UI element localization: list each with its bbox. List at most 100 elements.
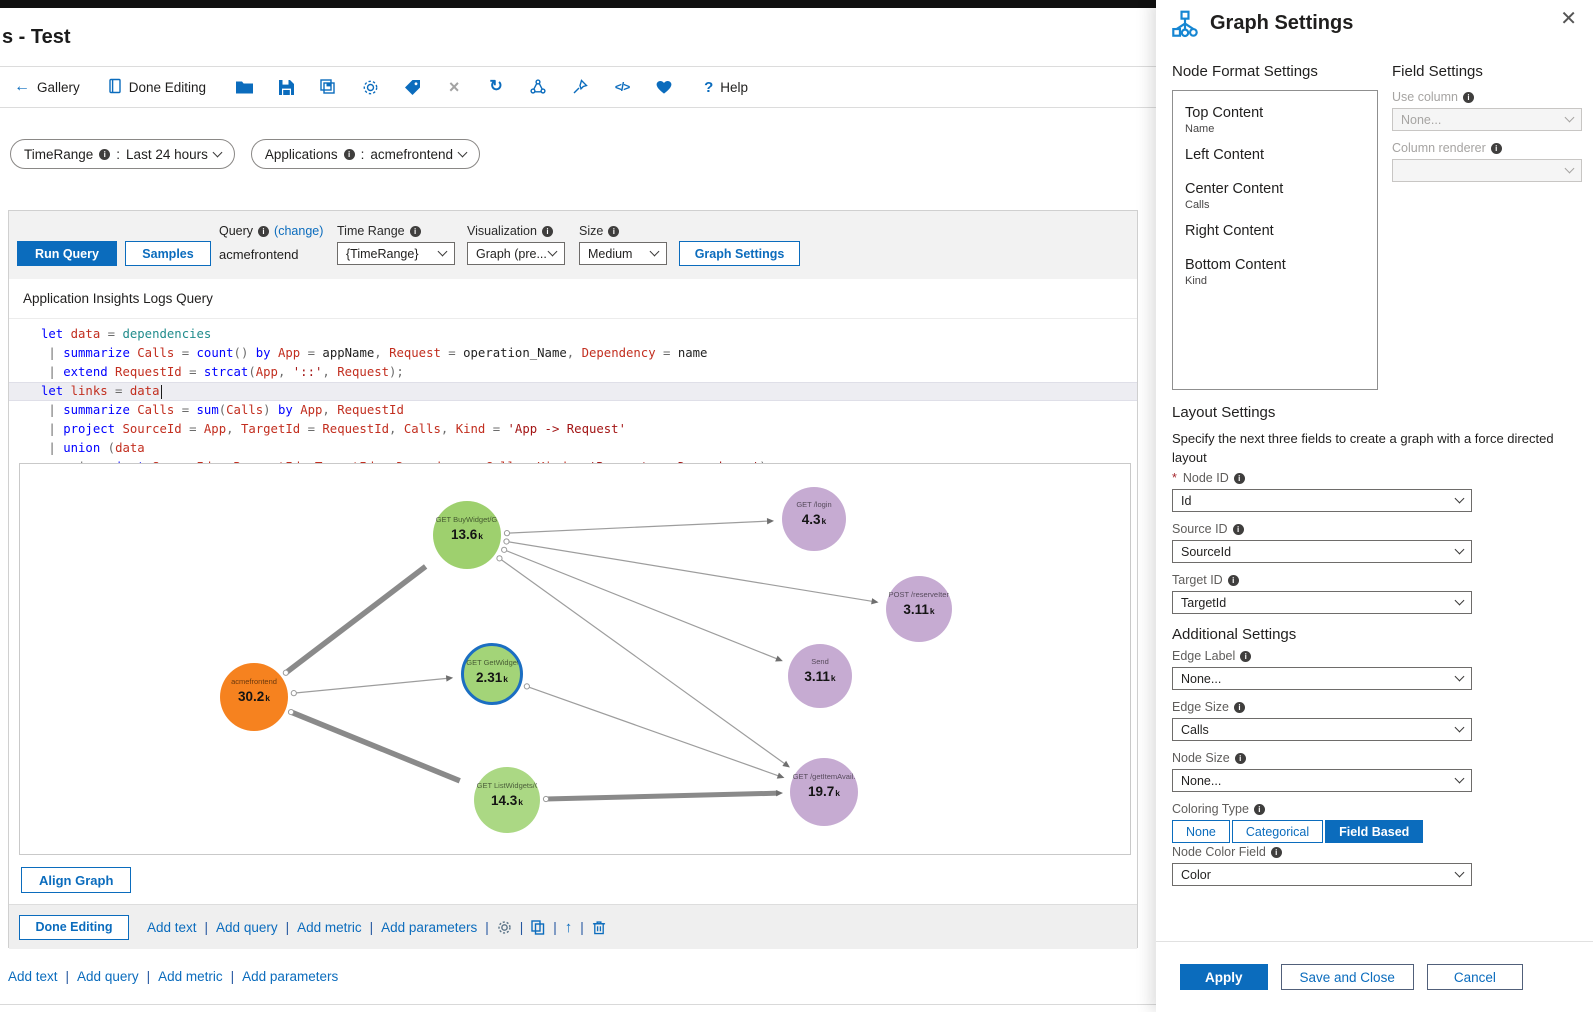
source-id-select[interactable]: SourceId xyxy=(1172,540,1472,563)
code-line[interactable]: let data = dependencies xyxy=(9,325,1137,344)
code-token: RequestId xyxy=(337,403,404,417)
apply-button[interactable]: Apply xyxy=(1180,964,1268,990)
size-select[interactable]: Medium xyxy=(579,242,667,265)
code-token: ); xyxy=(389,365,404,379)
pin-icon[interactable] xyxy=(570,79,590,95)
timerange-parameter-pill[interactable]: TimeRange i : Last 24 hours xyxy=(10,139,235,169)
edge-arrow-icon xyxy=(766,517,775,525)
refresh-icon[interactable]: ↻ xyxy=(489,78,503,95)
graph-edge xyxy=(506,520,770,534)
info-icon: i xyxy=(1227,574,1239,586)
graph-settings-button[interactable]: Graph Settings xyxy=(679,241,800,266)
code-token: name xyxy=(677,346,708,360)
node-label: acmefrontend xyxy=(231,677,277,687)
done-editing-button[interactable]: Done Editing xyxy=(108,78,206,97)
code-token: () xyxy=(233,346,256,360)
coloring-type-field-based[interactable]: Field Based xyxy=(1325,820,1424,843)
save-and-close-button[interactable]: Save and Close xyxy=(1280,964,1414,990)
visualization-select[interactable]: Graph (pre... xyxy=(467,242,565,265)
coloring-type-none[interactable]: None xyxy=(1172,820,1230,843)
add-query-link[interactable]: Add query xyxy=(216,919,278,935)
open-folder-button[interactable] xyxy=(234,80,254,94)
favorite-icon[interactable] xyxy=(654,80,674,94)
node-color-field-select[interactable]: Color xyxy=(1172,863,1472,886)
settings-icon[interactable] xyxy=(360,79,380,96)
code-token: let xyxy=(41,384,64,398)
run-query-button[interactable]: Run Query xyxy=(17,241,117,266)
samples-button[interactable]: Samples xyxy=(125,241,211,266)
save-as-button[interactable] xyxy=(318,79,338,95)
add-parameters-link[interactable]: Add parameters xyxy=(242,969,339,984)
edge-source-dot xyxy=(282,669,289,676)
code-token: let xyxy=(41,327,64,341)
clone-step-icon[interactable] xyxy=(531,919,545,935)
help-button[interactable]: ? Help xyxy=(704,78,749,96)
gallery-button[interactable]: ← Gallery xyxy=(14,78,80,95)
add-metric-link[interactable]: Add metric xyxy=(297,919,362,935)
code-token xyxy=(63,327,70,341)
add-text-link[interactable]: Add text xyxy=(8,969,58,984)
cancel-button[interactable]: Cancel xyxy=(1426,964,1523,990)
graph-node-get[interactable]: GET GetWidget/G...2.31k xyxy=(461,643,523,705)
code-line[interactable]: | project SourceId = App, TargetId = Req… xyxy=(9,420,1137,439)
code-line[interactable]: let links = data xyxy=(9,382,1137,401)
code-token: Calls xyxy=(137,346,175,360)
close-step-icon[interactable]: × xyxy=(448,77,460,97)
listbox-item-left-content[interactable]: Left Content xyxy=(1185,147,1264,163)
chevron-down-icon xyxy=(547,246,558,257)
panel-header: Graph Settings xyxy=(1172,10,1577,43)
add-text-link[interactable]: Add text xyxy=(147,919,197,935)
listbox-item-right-content[interactable]: Right Content xyxy=(1185,223,1274,239)
listbox-item-top-content[interactable]: Top Content Name xyxy=(1185,105,1264,135)
listbox-item-center-content[interactable]: Center Content Calls xyxy=(1185,181,1284,211)
chevron-down-icon xyxy=(212,147,223,157)
kql-query-editor[interactable]: let data = dependencies | summarize Call… xyxy=(9,319,1137,469)
code-token: RequestId xyxy=(322,422,390,436)
code-view-icon[interactable]: </> xyxy=(614,80,630,94)
tag-icon[interactable] xyxy=(402,79,422,95)
code-token: summarize xyxy=(63,346,130,360)
code-token xyxy=(63,384,70,398)
change-query-link[interactable]: (change) xyxy=(274,224,324,238)
close-icon[interactable]: ✕ xyxy=(1560,8,1577,30)
code-line[interactable]: | summarize Calls = sum(Calls) by App, R… xyxy=(9,401,1137,420)
chevron-down-icon xyxy=(1454,671,1465,682)
target-id-select[interactable]: TargetId xyxy=(1172,591,1472,614)
applications-parameter-pill[interactable]: Applications i : acmefrontend xyxy=(250,139,480,169)
graph-node-list[interactable]: GET ListWidgets/G...14.3k xyxy=(474,767,540,833)
edge-size-select[interactable]: Calls xyxy=(1172,718,1472,741)
align-graph-button[interactable]: Align Graph xyxy=(21,867,132,893)
code-line[interactable]: | summarize Calls = count() by App = app… xyxy=(9,344,1137,363)
delete-step-icon[interactable] xyxy=(592,920,606,935)
add-query-link[interactable]: Add query xyxy=(77,969,139,984)
edge-arrow-icon xyxy=(782,760,790,768)
add-parameters-link[interactable]: Add parameters xyxy=(381,919,478,935)
step-settings-icon[interactable] xyxy=(497,920,512,935)
code-token: Dependency xyxy=(581,346,656,360)
save-button[interactable] xyxy=(276,79,296,95)
move-up-icon[interactable]: ↑ xyxy=(564,918,573,936)
code-line[interactable]: | union (data xyxy=(9,439,1137,458)
section-heading: Additional Settings xyxy=(1172,626,1297,643)
code-token: extend xyxy=(63,365,108,379)
time-range-select[interactable]: {TimeRange} xyxy=(337,242,455,265)
node-size-select[interactable]: None... xyxy=(1172,769,1472,792)
code-line[interactable]: | extend RequestId = strcat(App, '::', R… xyxy=(9,363,1137,382)
coloring-type-categorical[interactable]: Categorical xyxy=(1231,820,1324,843)
auto-refresh-icon[interactable] xyxy=(528,79,548,95)
done-editing-footer-button[interactable]: Done Editing xyxy=(19,914,129,940)
edge-label-select[interactable]: None... xyxy=(1172,667,1472,690)
listbox-item-bottom-content[interactable]: Bottom Content Kind xyxy=(1185,257,1286,287)
node-id-select[interactable]: Id xyxy=(1172,489,1472,512)
add-metric-link[interactable]: Add metric xyxy=(158,969,223,984)
workbook-area: s - Test ← Gallery Done Editing × ↻ </> xyxy=(0,0,1156,1005)
